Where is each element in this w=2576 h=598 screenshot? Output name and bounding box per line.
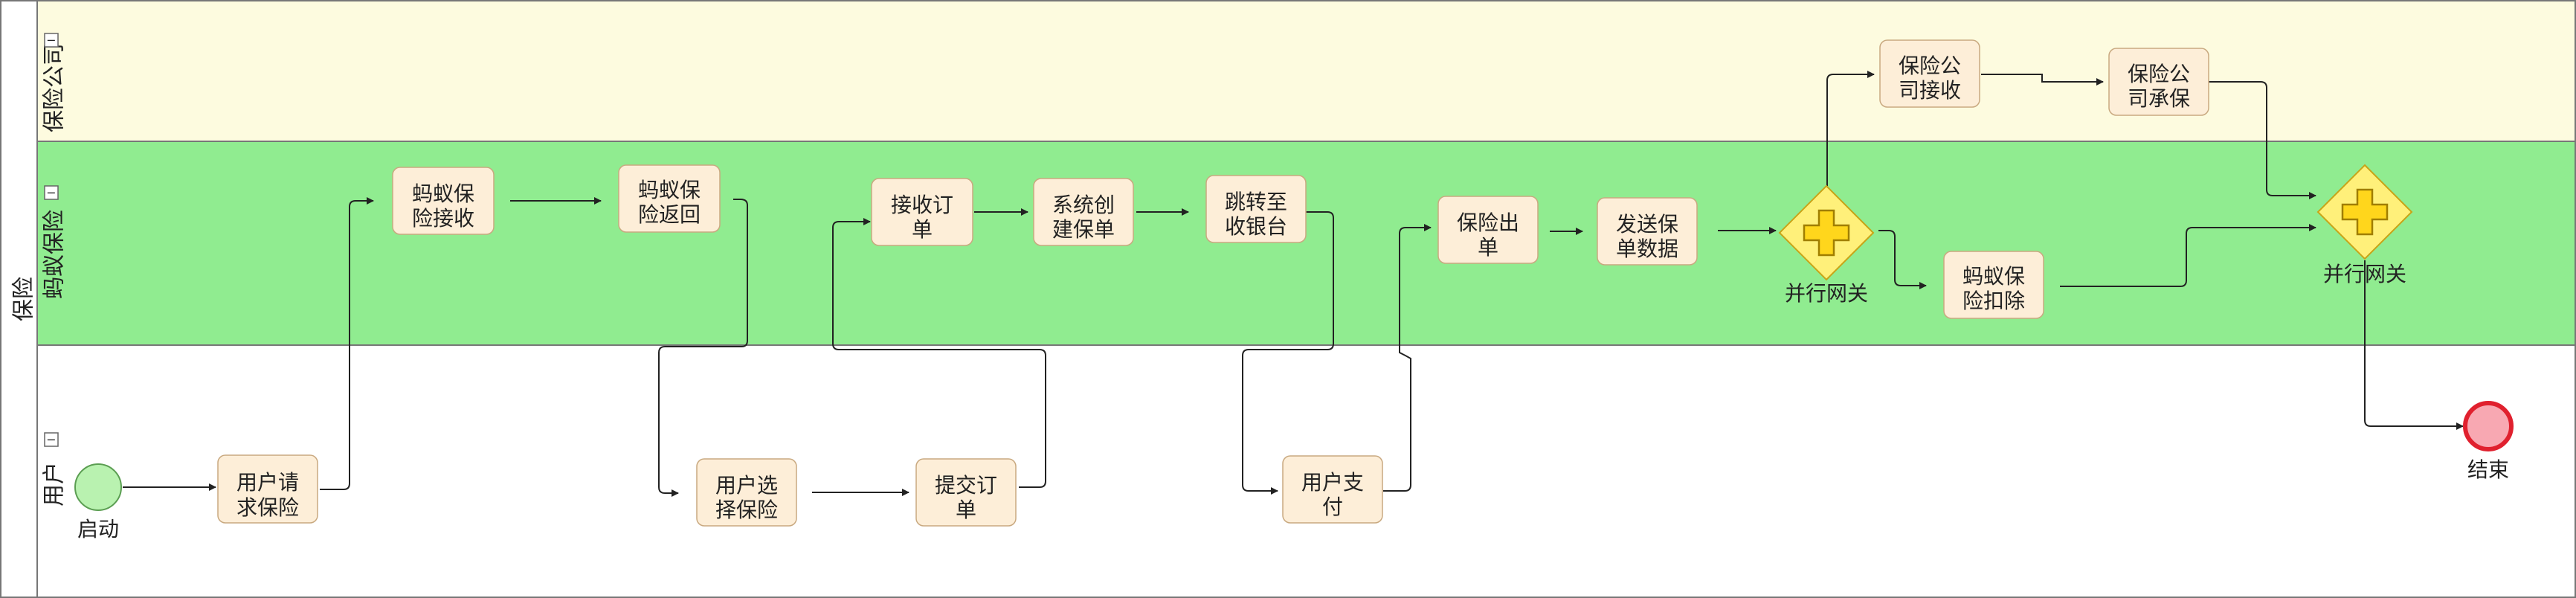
- task-label-line1: 保险公: [2128, 62, 2190, 86]
- parallel-gateway-split[interactable]: 并行网关: [1778, 184, 1875, 306]
- parallel-gateway-join[interactable]: 并行网关: [2316, 164, 2413, 286]
- task-receive-order[interactable]: 接收订 单: [871, 178, 973, 246]
- collapse-icon: −: [46, 186, 56, 200]
- task-label-line2: 单: [1478, 235, 1498, 260]
- task-label-line1: 蚂蚁保: [638, 178, 701, 202]
- lane-insurer-collapse-button[interactable]: −: [44, 33, 59, 48]
- flow-join-to-end: [2364, 260, 2464, 430]
- flow-split-to-ant-deduct: [1878, 230, 1927, 289]
- task-label-line1: 蚂蚁保: [1962, 264, 2025, 289]
- task-label-line2: 付: [1322, 495, 1343, 519]
- task-label-line2: 求保险: [236, 495, 299, 520]
- task-label-line2: 司承保: [2128, 86, 2190, 111]
- task-label-line1: 接收订: [891, 193, 953, 217]
- task-label-line2: 单数据: [1616, 237, 1678, 261]
- plus-icon: [2341, 188, 2389, 236]
- flow-submit-to-receive-order: [832, 218, 1046, 488]
- flow-underwrite-to-join: [2207, 81, 2316, 199]
- task-goto-cashier[interactable]: 跳转至 收银台: [1205, 175, 1307, 243]
- task-insurer-receive[interactable]: 保险公 司接收: [1879, 39, 1980, 108]
- collapse-icon: −: [46, 433, 56, 447]
- task-label-line2: 收银台: [1225, 214, 1287, 239]
- flow-request-to-ant-receive: [320, 197, 374, 490]
- task-label-line2: 险返回: [638, 202, 701, 227]
- flow-insurer-receive-to-underwrite: [1981, 74, 2104, 86]
- end-event-label: 结束: [2467, 457, 2509, 482]
- task-user-pay[interactable]: 用户支 付: [1282, 455, 1383, 524]
- task-label-line2: 择保险: [715, 498, 778, 522]
- end-event-circle[interactable]: [2463, 401, 2514, 451]
- task-ant-return[interactable]: 蚂蚁保 险返回: [618, 164, 721, 233]
- plus-icon: [1803, 209, 1850, 257]
- task-label-line1: 发送保: [1616, 212, 1678, 237]
- task-label-line2: 建保单: [1052, 217, 1115, 242]
- flow-pay-to-issue: [1383, 224, 1432, 492]
- lane-ant-title: 蚂蚁保险: [42, 210, 68, 299]
- task-label-line1: 提交订: [935, 473, 997, 498]
- task-submit-order[interactable]: 提交订 单: [915, 458, 1017, 527]
- task-ant-deduct[interactable]: 蚂蚁保 险扣除: [1943, 251, 2044, 319]
- task-label-line1: 跳转至: [1225, 190, 1287, 214]
- task-label-line2: 险接收: [412, 206, 474, 231]
- lane-insurer-title: 保险公司: [42, 43, 68, 132]
- start-event-circle[interactable]: [74, 463, 122, 511]
- start-event[interactable]: 启动: [74, 463, 122, 541]
- task-label-line2: 司接收: [1899, 78, 1961, 103]
- task-user-request[interactable]: 用户请 求保险: [217, 454, 318, 524]
- task-label-line1: 用户选: [715, 473, 778, 498]
- sequence-flows: [123, 71, 2464, 497]
- flow-return-to-user-select: [658, 199, 748, 497]
- task-label-line2: 险扣除: [1962, 289, 2025, 313]
- task-label-line2: 单: [912, 217, 933, 242]
- task-ant-receive[interactable]: 蚂蚁保 险接收: [392, 167, 495, 235]
- lane-ant-collapse-button[interactable]: −: [44, 185, 59, 200]
- task-label-line1: 保险出: [1457, 210, 1519, 235]
- flow-split-to-insurer-receive: [1826, 71, 1875, 186]
- start-event-label: 启动: [77, 517, 119, 541]
- flow-cashier-to-pay: [1242, 211, 1334, 495]
- lane-user-title: 用户: [42, 462, 68, 507]
- task-label-line2: 单: [956, 498, 976, 522]
- pool-title: 保险: [11, 277, 37, 321]
- flow-deduct-to-join: [2060, 224, 2316, 287]
- collapse-icon: −: [46, 33, 56, 48]
- task-label-line1: 用户请: [236, 470, 299, 495]
- gateway-join-label: 并行网关: [2323, 262, 2406, 286]
- task-label-line1: 用户支: [1301, 470, 1364, 495]
- task-user-select[interactable]: 用户选 择保险: [696, 458, 797, 527]
- task-label-line1: 系统创: [1052, 193, 1115, 217]
- task-label-line1: 蚂蚁保: [412, 181, 474, 206]
- lane-user-collapse-button[interactable]: −: [44, 432, 59, 447]
- task-create-policy[interactable]: 系统创 建保单: [1033, 178, 1134, 246]
- end-event[interactable]: 结束: [2463, 401, 2514, 482]
- gateway-split-label: 并行网关: [1785, 281, 1868, 306]
- task-label-line1: 保险公: [1899, 54, 1961, 78]
- task-insurer-underwrite[interactable]: 保险公 司承保: [2108, 48, 2209, 116]
- task-send-data[interactable]: 发送保 单数据: [1597, 197, 1698, 266]
- task-issue-policy[interactable]: 保险出 单: [1437, 196, 1539, 264]
